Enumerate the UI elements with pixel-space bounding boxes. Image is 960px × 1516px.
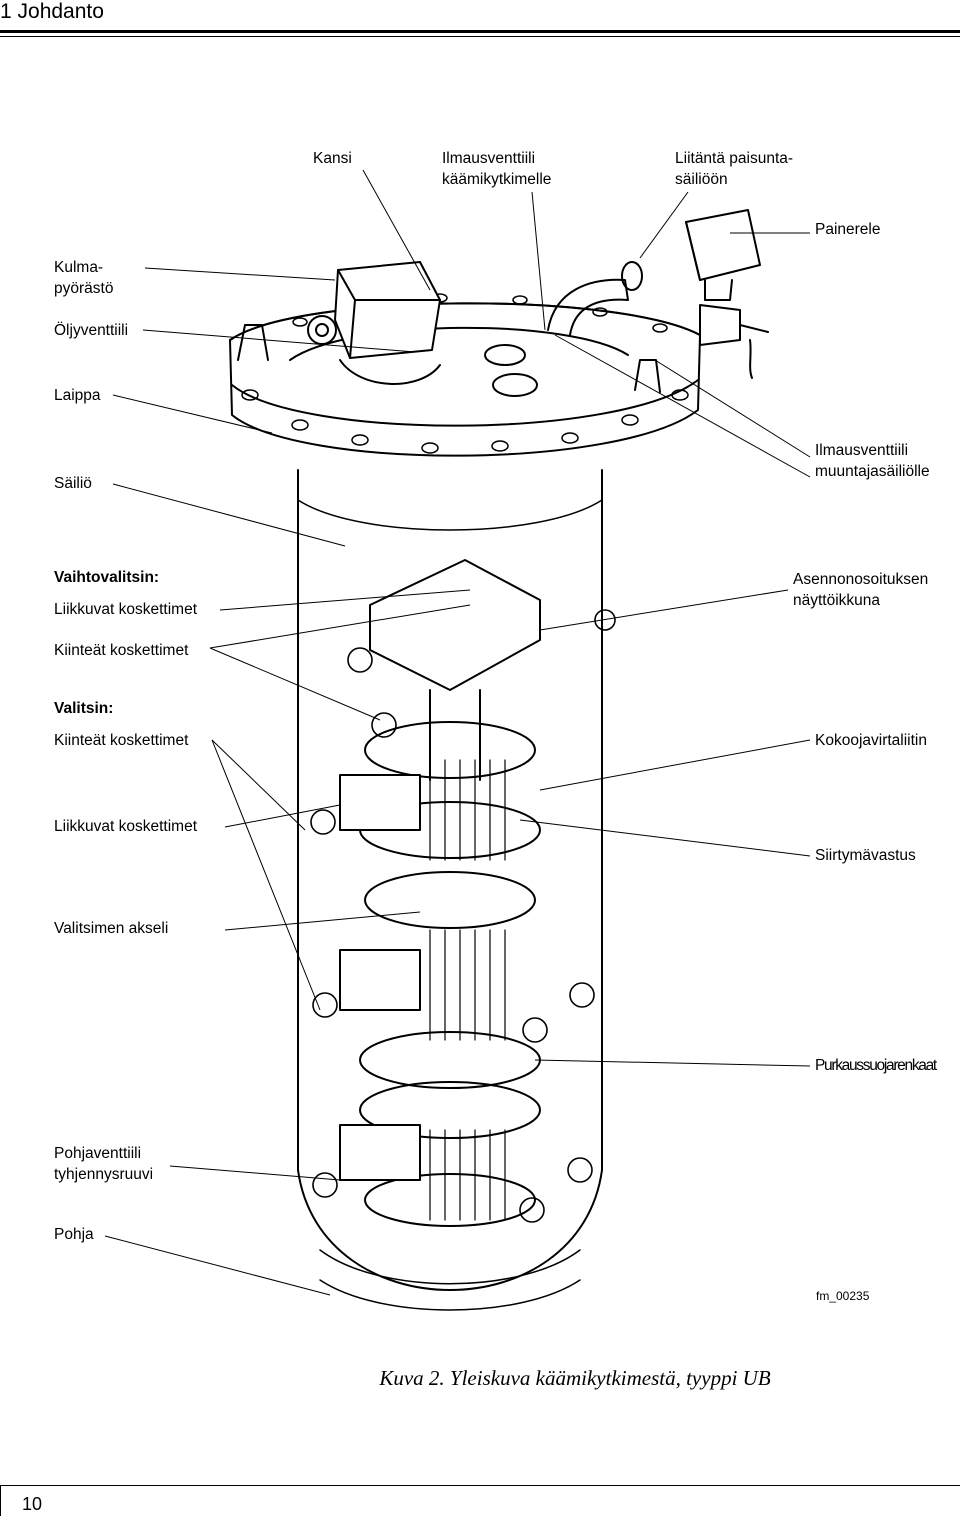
footer-vertical-rule — [0, 1486, 1, 1516]
footer-rule — [0, 1485, 960, 1486]
label-valitsimen-akseli: Valitsimen akseli — [54, 920, 169, 937]
label-vaihtovalitsin: Vaihtovalitsin: — [54, 569, 160, 586]
label-ilmausventtiili-kaamikytkin-2: käämikytkimelle — [442, 171, 552, 188]
label-kansi: Kansi — [313, 150, 352, 167]
label-kokoojavirtaliitin: Kokoojavirtaliitin — [815, 732, 927, 749]
label-valitsin: Valitsin: — [54, 700, 114, 717]
label-sailio: Säiliö — [54, 475, 92, 492]
label-siirtymavastus: Siirtymävastus — [815, 847, 916, 864]
figure-caption: Kuva 2. Yleiskuva käämikytkimestä, tyypp… — [379, 1366, 771, 1390]
label-liikkuvat-koskettimet: Liikkuvat koskettimet — [54, 818, 197, 835]
label-vaihto-kiintea: Kiinteät koskettimet — [54, 642, 189, 659]
label-oljyventtiili: Öljyventtiili — [54, 322, 129, 339]
label-vaihto-liikkuvat: Liikkuvat koskettimet — [54, 601, 197, 618]
label-asennonosoitus-1: Asennonosoituksen — [793, 571, 929, 588]
header-rule-thin — [0, 36, 960, 37]
chapter-title: 1 Johdanto — [0, 0, 104, 23]
header-rule — [0, 30, 960, 33]
label-painerele: Painerele — [815, 221, 881, 238]
page-number: 10 — [22, 1494, 43, 1514]
label-ilmausventtiili-kaamikytkin-1: Ilmausventtiili — [442, 150, 536, 167]
label-pohjaventtiili-1: Pohjaventtiili — [54, 1145, 142, 1162]
label-kulma-1: Kulma- — [54, 259, 104, 276]
label-ilmausventtiili-muuntaja-2: muuntajasäiliölle — [815, 463, 930, 480]
label-pohjaventtiili-2: tyhjennysruuvi — [54, 1166, 154, 1183]
label-pohja: Pohja — [54, 1226, 94, 1243]
label-liitanta-1: Liitäntä paisunta- — [675, 150, 794, 167]
label-liitanta-2: säiliöön — [675, 171, 728, 188]
label-ilmausventtiili-muuntaja-1: Ilmausventtiili — [815, 442, 909, 459]
label-laippa: Laippa — [54, 387, 101, 404]
figure-id: fm_00235 — [816, 1289, 870, 1303]
label-valitsin-kiintea: Kiinteät koskettimet — [54, 732, 189, 749]
label-asennonosoitus-2: näyttöikkuna — [793, 592, 881, 609]
label-kulma-2: pyörästö — [54, 280, 114, 297]
label-purkaussuojarenkaat: Purkaussuojarenkaat — [815, 1057, 937, 1074]
